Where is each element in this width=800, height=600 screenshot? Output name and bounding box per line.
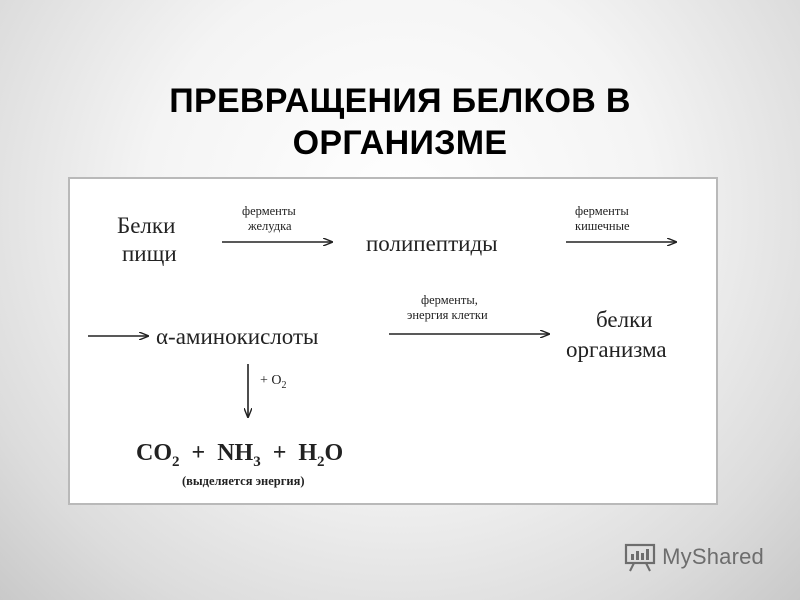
arrow-3-label-line-2: энергия клетки	[407, 308, 488, 322]
presentation-board-icon	[625, 543, 656, 572]
products-formula: CO2+NH3+H2O	[136, 440, 343, 470]
arrow-2-label-line-2: кишечные	[575, 219, 630, 233]
energy-note: (выделяется энергия)	[182, 474, 305, 488]
food-proteins-line-1: Белки	[117, 213, 175, 238]
food-proteins-line-2: пищи	[122, 241, 177, 266]
amino-acids-label: α-аминокислоты	[156, 324, 318, 349]
body-proteins-line-2: организма	[566, 337, 667, 362]
body-proteins-line-1: белки	[596, 307, 653, 332]
oxygen-label: + O2	[260, 373, 287, 391]
title-line-1: ПРЕВРАЩЕНИЯ БЕЛКОВ В	[169, 82, 631, 120]
page-title: ПРЕВРАЩЕНИЯ БЕЛКОВ В ОРГАНИЗМЕ	[0, 80, 800, 164]
arrow-1-label-line-2: желудка	[247, 219, 292, 233]
protein-metabolism-diagram: Белки пищи ферменты желудка полипептиды …	[88, 204, 716, 488]
arrow-2-label-line-1: ферменты	[575, 204, 629, 218]
arrow-1-label-line-1: ферменты	[242, 204, 296, 218]
watermark-logo: MyShared	[624, 542, 764, 572]
polypeptides-label: полипептиды	[366, 231, 498, 256]
title-line-2: ОРГАНИЗМЕ	[292, 124, 508, 162]
watermark-text: MyShared	[662, 544, 764, 569]
arrow-3-label-line-1: ферменты,	[421, 293, 478, 307]
diagram-panel: Белки пищи ферменты желудка полипептиды …	[68, 177, 718, 505]
